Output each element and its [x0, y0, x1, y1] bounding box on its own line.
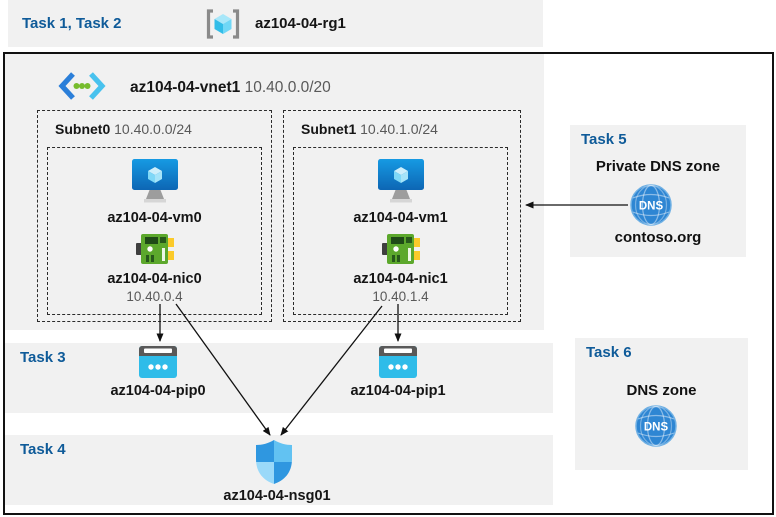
nic0-label: az104-04-nic0 — [107, 271, 202, 287]
vm0-label: az104-04-vm0 — [107, 210, 202, 226]
private-dns-zone-title: Private DNS zone — [595, 158, 721, 175]
pip1-icon — [379, 346, 417, 378]
resource-group-name: az104-04-rg1 — [255, 15, 346, 32]
nic0-icon — [136, 232, 174, 266]
task12-label: Task 1, Task 2 — [22, 15, 122, 32]
task6-label: Task 6 — [586, 344, 632, 361]
task3-band — [5, 343, 553, 413]
nic0-ip: 10.40.0.4 — [126, 289, 183, 304]
vm0-icon — [131, 159, 179, 204]
dns-zone-title: DNS zone — [626, 382, 697, 399]
subnet1-box — [283, 110, 521, 322]
virtual-network-icon — [58, 71, 106, 101]
vnet-title: az104-04-vnet1 10.40.0.0/20 — [130, 79, 331, 97]
task5-label: Task 5 — [581, 131, 627, 148]
pip0-icon — [139, 346, 177, 378]
private-dns-icon-text: DNS — [639, 201, 664, 213]
resource-group-icon — [204, 8, 242, 40]
pip1-label: az104-04-pip1 — [350, 383, 446, 399]
private-dns-icon: DNS — [630, 184, 672, 226]
pip0-label: az104-04-pip0 — [110, 383, 206, 399]
nic1-label: az104-04-nic1 — [353, 271, 448, 287]
vm1-label: az104-04-vm1 — [353, 210, 448, 226]
task3-label: Task 3 — [20, 349, 66, 366]
vnet-region — [5, 54, 544, 330]
vnet-name: az104-04-vnet1 — [130, 79, 241, 96]
dns-zone-icon: DNS — [635, 405, 677, 447]
subnet0-cidr: 10.40.0.0/24 — [114, 121, 192, 137]
task6-box — [575, 338, 748, 470]
vm1-icon — [377, 159, 425, 204]
nic1-ip: 10.40.1.4 — [372, 289, 429, 304]
task12-band: Task 1, Task 2 az104-04-rg1 — [8, 0, 543, 47]
subnet1-title: Subnet1 10.40.1.0/24 — [301, 121, 438, 137]
vnet-cidr: 10.40.0.0/20 — [244, 79, 331, 96]
subnet1-name: Subnet1 — [301, 121, 357, 137]
subnet0-name: Subnet0 — [55, 121, 111, 137]
task4-label: Task 4 — [20, 441, 66, 458]
nsg-shield-icon — [255, 439, 293, 485]
subnet0-box — [37, 110, 272, 322]
dns-zone-icon-text: DNS — [644, 422, 669, 434]
private-dns-zone-name: contoso.org — [614, 229, 702, 246]
subnet1-cidr: 10.40.1.0/24 — [360, 121, 438, 137]
vm0-group-box — [47, 147, 262, 315]
nic1-icon — [382, 232, 420, 266]
vm1-group-box — [293, 147, 508, 315]
subnet0-title: Subnet0 10.40.0.0/24 — [55, 121, 192, 137]
nsg-label: az104-04-nsg01 — [223, 488, 331, 504]
